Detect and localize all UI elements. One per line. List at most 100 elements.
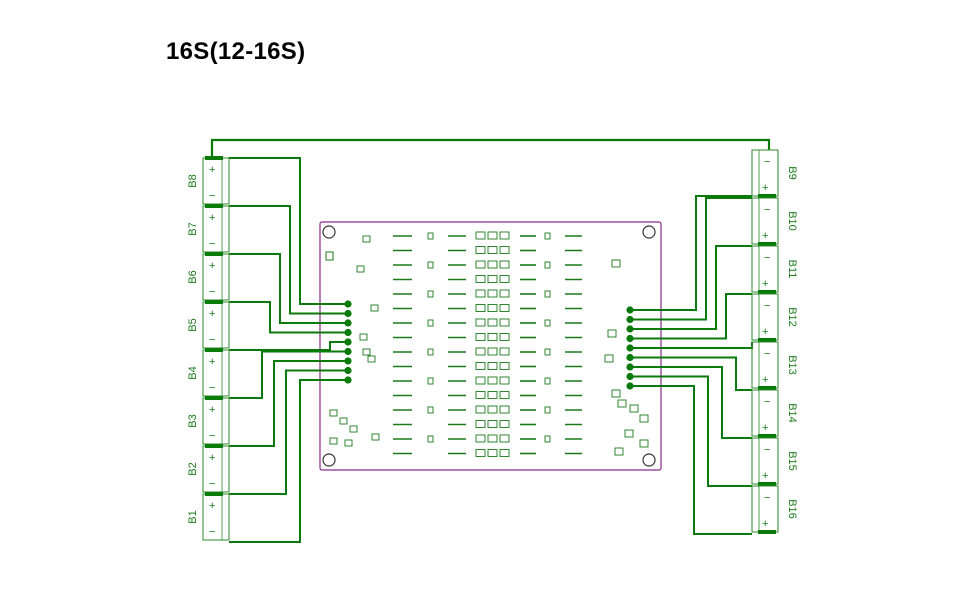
smd-component	[487, 405, 498, 414]
connector-sign-bottom: −	[209, 334, 215, 346]
smd-component	[499, 260, 510, 269]
smd-component	[475, 362, 486, 370]
smd-part	[617, 399, 627, 408]
smd-component	[487, 260, 498, 269]
lead-marker	[758, 482, 776, 486]
connector-b10: −+B10	[751, 197, 798, 246]
connector-label: B1	[187, 510, 199, 523]
smd-small	[544, 290, 551, 298]
smd-component	[475, 347, 486, 356]
smd-component	[499, 420, 510, 428]
pad-left	[344, 319, 352, 327]
smd-component	[499, 231, 510, 240]
smd-component	[475, 333, 486, 341]
smd-component	[499, 318, 510, 327]
lead-marker	[758, 434, 776, 438]
trace-left	[229, 253, 348, 324]
pad-right	[626, 382, 634, 390]
connector-body	[202, 301, 230, 349]
smd-part	[614, 447, 624, 456]
connector-label: B2	[187, 462, 199, 475]
smd-part	[329, 409, 338, 417]
smd-part	[629, 404, 639, 413]
smd-small	[427, 290, 434, 298]
lead-marker	[758, 338, 776, 342]
smd-part	[367, 355, 376, 363]
connector-label: B7	[187, 222, 199, 235]
connector-b8: + −B8	[187, 156, 230, 205]
connector-body	[202, 253, 230, 301]
smd-small	[544, 348, 551, 356]
right-connector-column: −+B9−+B10−+B11−+B12−+B13−+B14−+B15−+B16	[751, 149, 798, 534]
connector-sign-top: +	[209, 452, 215, 464]
smd-component	[487, 434, 498, 443]
smd-part	[344, 439, 353, 447]
smd-component	[487, 347, 498, 356]
connector-label: B15	[786, 451, 798, 471]
smd-part	[624, 429, 634, 438]
connector-label: B8	[187, 174, 199, 187]
connector-sign-top: −	[764, 492, 770, 504]
smd-component	[487, 246, 498, 254]
connector-sign-bottom: +	[762, 374, 768, 386]
smd-component	[475, 391, 486, 399]
pad-left	[344, 357, 352, 365]
smd-component	[499, 362, 510, 370]
lead-marker	[758, 530, 776, 534]
smd-component	[487, 289, 498, 298]
trace-right	[630, 293, 752, 340]
smd-component	[499, 347, 510, 356]
smd-small	[427, 232, 434, 240]
connector-body	[202, 493, 230, 541]
connector-b5: +−B5	[187, 300, 230, 349]
pad-right	[626, 344, 634, 352]
connector-b13: −+B13	[751, 341, 798, 390]
smd-part	[370, 304, 379, 312]
smd-part	[362, 348, 371, 356]
lead-marker	[205, 444, 223, 448]
smd-component	[487, 449, 498, 457]
smd-component	[475, 260, 486, 269]
smd-small	[427, 377, 434, 385]
pad-left	[344, 347, 352, 356]
connector-sign-bottom: −	[209, 190, 215, 202]
smd-small	[544, 406, 551, 414]
connector-label: B5	[187, 318, 199, 331]
trace-right	[630, 245, 752, 330]
connector-sign-top: +	[209, 212, 215, 224]
connector-sign-bottom: +	[762, 518, 768, 530]
connector-label: B9	[786, 166, 798, 179]
lead-marker	[205, 492, 223, 496]
smd-component	[475, 246, 486, 254]
smd-component	[499, 449, 510, 457]
smd-part	[639, 414, 649, 423]
connector-sign-top: −	[764, 156, 770, 168]
connector-sign-bottom: −	[209, 526, 215, 538]
connector-sign-bottom: −	[209, 238, 215, 250]
smd-part	[362, 235, 371, 243]
trace-left	[229, 301, 348, 334]
connector-label: B16	[786, 499, 798, 519]
smd-component	[499, 275, 510, 283]
smd-component	[475, 318, 486, 327]
smd-component	[499, 434, 510, 443]
trace-left	[229, 205, 348, 315]
left-connector-column: +−B8+−B7+−B6+−B5+−B4+−B3+−B2+−B1	[187, 156, 230, 541]
connector-b1: +−B1	[187, 492, 230, 541]
connector-b3: +−B3	[187, 396, 230, 445]
pcb-board-outline	[319, 221, 662, 471]
connector-body	[202, 157, 230, 205]
trace-left	[229, 341, 348, 351]
connector-label: B13	[786, 355, 798, 375]
solder-pads	[344, 300, 634, 390]
smd-small	[427, 406, 434, 414]
connector-label: B11	[786, 260, 798, 279]
smd-small	[544, 435, 551, 443]
smd-component	[475, 376, 486, 385]
smd-part	[611, 259, 621, 268]
connector-sign-top: +	[209, 164, 215, 176]
connector-b6: +−B6	[187, 252, 230, 301]
smd-component	[475, 231, 486, 240]
connector-sign-top: −	[764, 444, 770, 456]
smd-component	[475, 449, 486, 457]
